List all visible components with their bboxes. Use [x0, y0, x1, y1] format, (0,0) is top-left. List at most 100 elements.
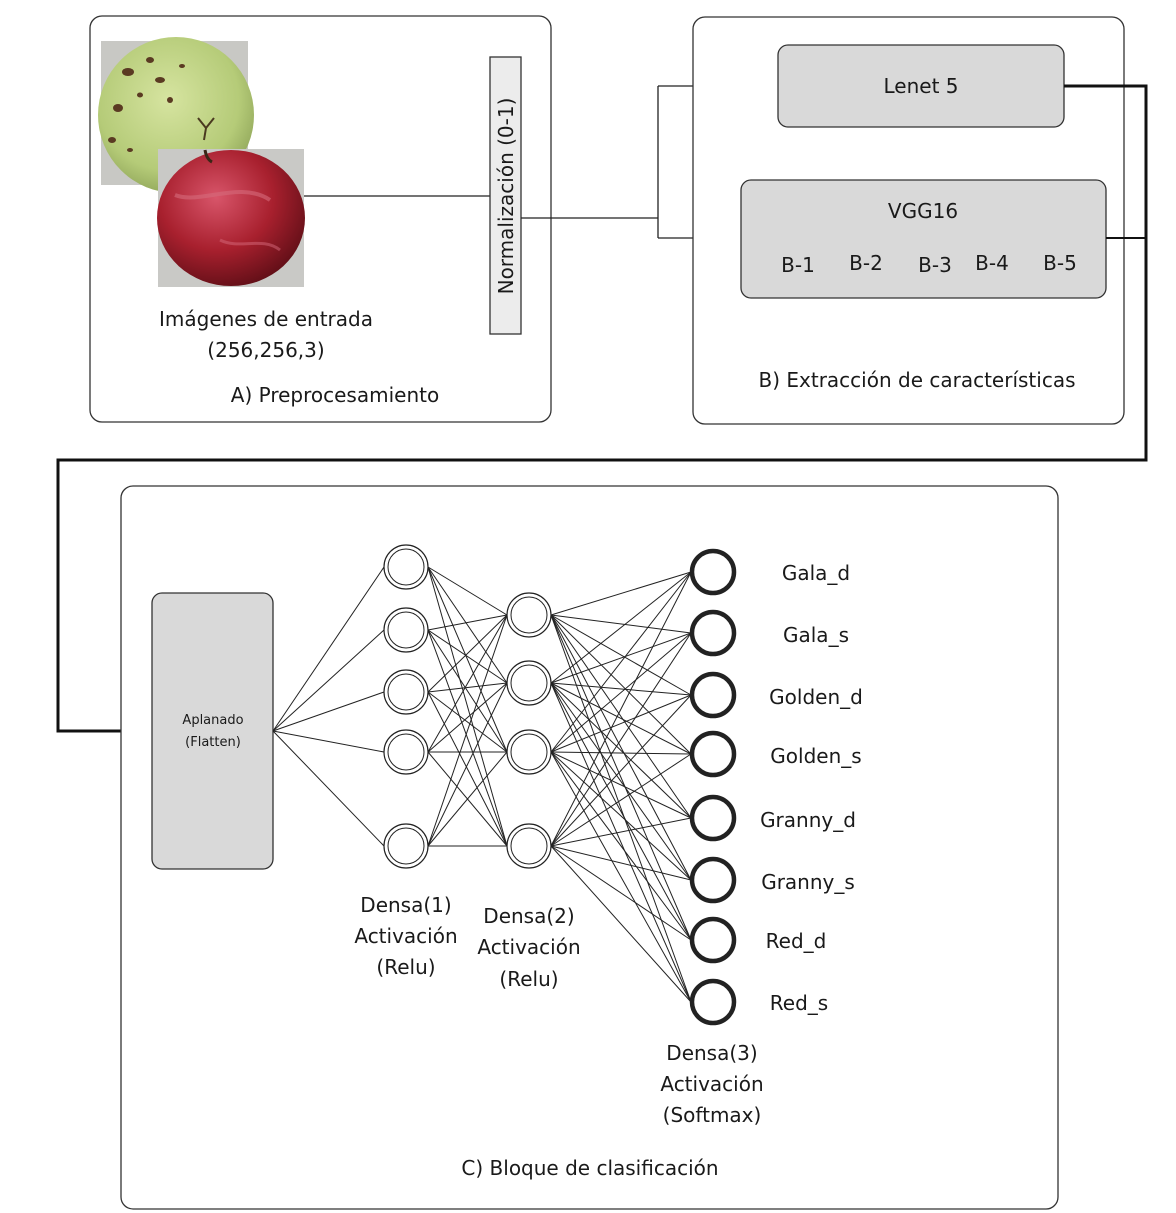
input-label-line2: (256,256,3): [207, 338, 324, 362]
input-label-line1: Imágenes de entrada: [159, 307, 373, 331]
edge-dense1-dense2: [427, 566, 508, 847]
edge-dense1-dense2: [427, 629, 508, 847]
panel-a-caption: A) Preprocesamiento: [231, 383, 439, 407]
output-neuron: [689, 978, 737, 1026]
block-b3: B-3: [918, 253, 952, 277]
dense2-neuron-inner: [510, 664, 548, 702]
dense2-neuron: [506, 729, 552, 775]
edge-dense1-dense2: [427, 614, 508, 753]
panel-c-frame: [120, 485, 1059, 1210]
edge-dense2-dense3: [550, 845, 692, 941]
block-b2: B-2: [849, 251, 883, 275]
dense1-neuron: [383, 544, 429, 590]
dense1-line3: (Relu): [376, 955, 435, 979]
output-neuron: [689, 730, 737, 778]
output-neuron: [689, 916, 737, 964]
dense1-neuron-inner: [387, 673, 425, 711]
flatten-box: [151, 592, 274, 870]
flatten-label-line2: (Flatten): [185, 735, 241, 750]
dense1-line1: Densa(1): [360, 893, 451, 917]
panel-b-caption: B) Extracción de características: [759, 368, 1076, 392]
network-connections: [272, 566, 692, 1003]
edge-dense2-dense3: [550, 682, 692, 941]
normalization-box: [489, 56, 522, 335]
dense1-neuron-inner: [387, 733, 425, 771]
dense1-neuron: [383, 607, 429, 653]
dense3-line1: Densa(3): [666, 1041, 757, 1065]
connector-a-to-b: [521, 85, 778, 239]
edge-dense1-dense2: [427, 614, 508, 847]
dense2-neuron-inner: [510, 596, 548, 634]
dense2-line1: Densa(2): [483, 904, 574, 928]
green-apple-image: [98, 37, 254, 193]
class-label-golden-s: Golden_s: [770, 744, 861, 768]
block-b1: B-1: [781, 253, 815, 277]
edge-dense1-dense2: [427, 682, 508, 847]
panel-c-caption: C) Bloque de clasificación: [461, 1156, 718, 1180]
edge-dense2-dense3: [550, 614, 692, 819]
edge-dense2-dense3: [550, 614, 692, 755]
edge-dense1-dense2: [427, 614, 508, 631]
edge-flatten-dense1: [272, 730, 385, 753]
edge-dense1-dense2: [427, 691, 508, 753]
dense2-neuron: [506, 660, 552, 706]
edge-dense1-dense2: [427, 629, 508, 684]
dense1-neuron-inner: [387, 611, 425, 649]
block-b5: B-5: [1043, 251, 1077, 275]
edge-flatten-dense1: [272, 566, 385, 732]
normalization-label: Normalización (0-1): [494, 98, 518, 295]
edge-flatten-dense1: [272, 730, 385, 847]
edge-dense1-dense2: [427, 682, 508, 753]
edge-dense2-dense3: [550, 614, 692, 881]
edge-dense2-dense3: [550, 845, 692, 881]
edge-flatten-dense1: [272, 691, 385, 732]
edge-dense2-dense3: [550, 632, 692, 753]
edge-dense2-dense3: [550, 845, 692, 1003]
edge-dense1-dense2: [427, 629, 508, 753]
output-neuron: [689, 609, 737, 657]
dense1-line2: Activación: [354, 924, 457, 948]
output-neuron: [689, 548, 737, 596]
edge-dense2-dense3: [550, 614, 692, 941]
edge-dense2-dense3: [550, 614, 692, 634]
edge-dense2-dense3: [550, 571, 692, 616]
dense1-neuron: [383, 729, 429, 775]
edge-dense2-dense3: [550, 682, 692, 696]
class-label-granny-s: Granny_s: [761, 870, 855, 894]
dense1-neuron: [383, 823, 429, 869]
edge-dense1-dense2: [427, 614, 508, 693]
edge-dense2-dense3: [550, 751, 692, 1003]
output-neuron: [689, 794, 737, 842]
edge-dense2-dense3: [550, 571, 692, 684]
edge-dense2-dense3: [550, 614, 692, 1003]
edge-dense1-dense2: [427, 691, 508, 847]
dense2-neuron: [506, 823, 552, 869]
edge-dense2-dense3: [550, 682, 692, 819]
edge-dense2-dense3: [550, 694, 692, 753]
class-label-gala-s: Gala_s: [783, 623, 849, 647]
flatten-label-line1: Aplanado: [182, 713, 243, 728]
lenet-label: Lenet 5: [884, 74, 959, 98]
edge-dense2-dense3: [550, 632, 692, 684]
class-label-golden-d: Golden_d: [769, 685, 863, 709]
dense2-neuron-inner: [510, 733, 548, 771]
edge-dense1-dense2: [427, 566, 508, 753]
dense3-line3: (Softmax): [663, 1103, 762, 1127]
class-label-gala-d: Gala_d: [782, 561, 850, 585]
edge-dense2-dense3: [550, 682, 692, 1003]
edge-dense2-dense3: [550, 751, 692, 755]
edge-dense1-dense2: [427, 566, 508, 616]
dense2-line2: Activación: [477, 935, 580, 959]
edge-dense2-dense3: [550, 751, 692, 941]
dense3-line2: Activación: [660, 1072, 763, 1096]
edge-dense2-dense3: [550, 694, 692, 847]
edge-dense2-dense3: [550, 571, 692, 847]
dense1-neuron: [383, 669, 429, 715]
edge-dense2-dense3: [550, 614, 692, 696]
dense1-neuron-inner: [387, 548, 425, 586]
output-neuron: [689, 856, 737, 904]
edge-flatten-dense1: [272, 629, 385, 732]
block-b4: B-4: [975, 251, 1009, 275]
class-label-granny-d: Granny_d: [760, 808, 856, 832]
